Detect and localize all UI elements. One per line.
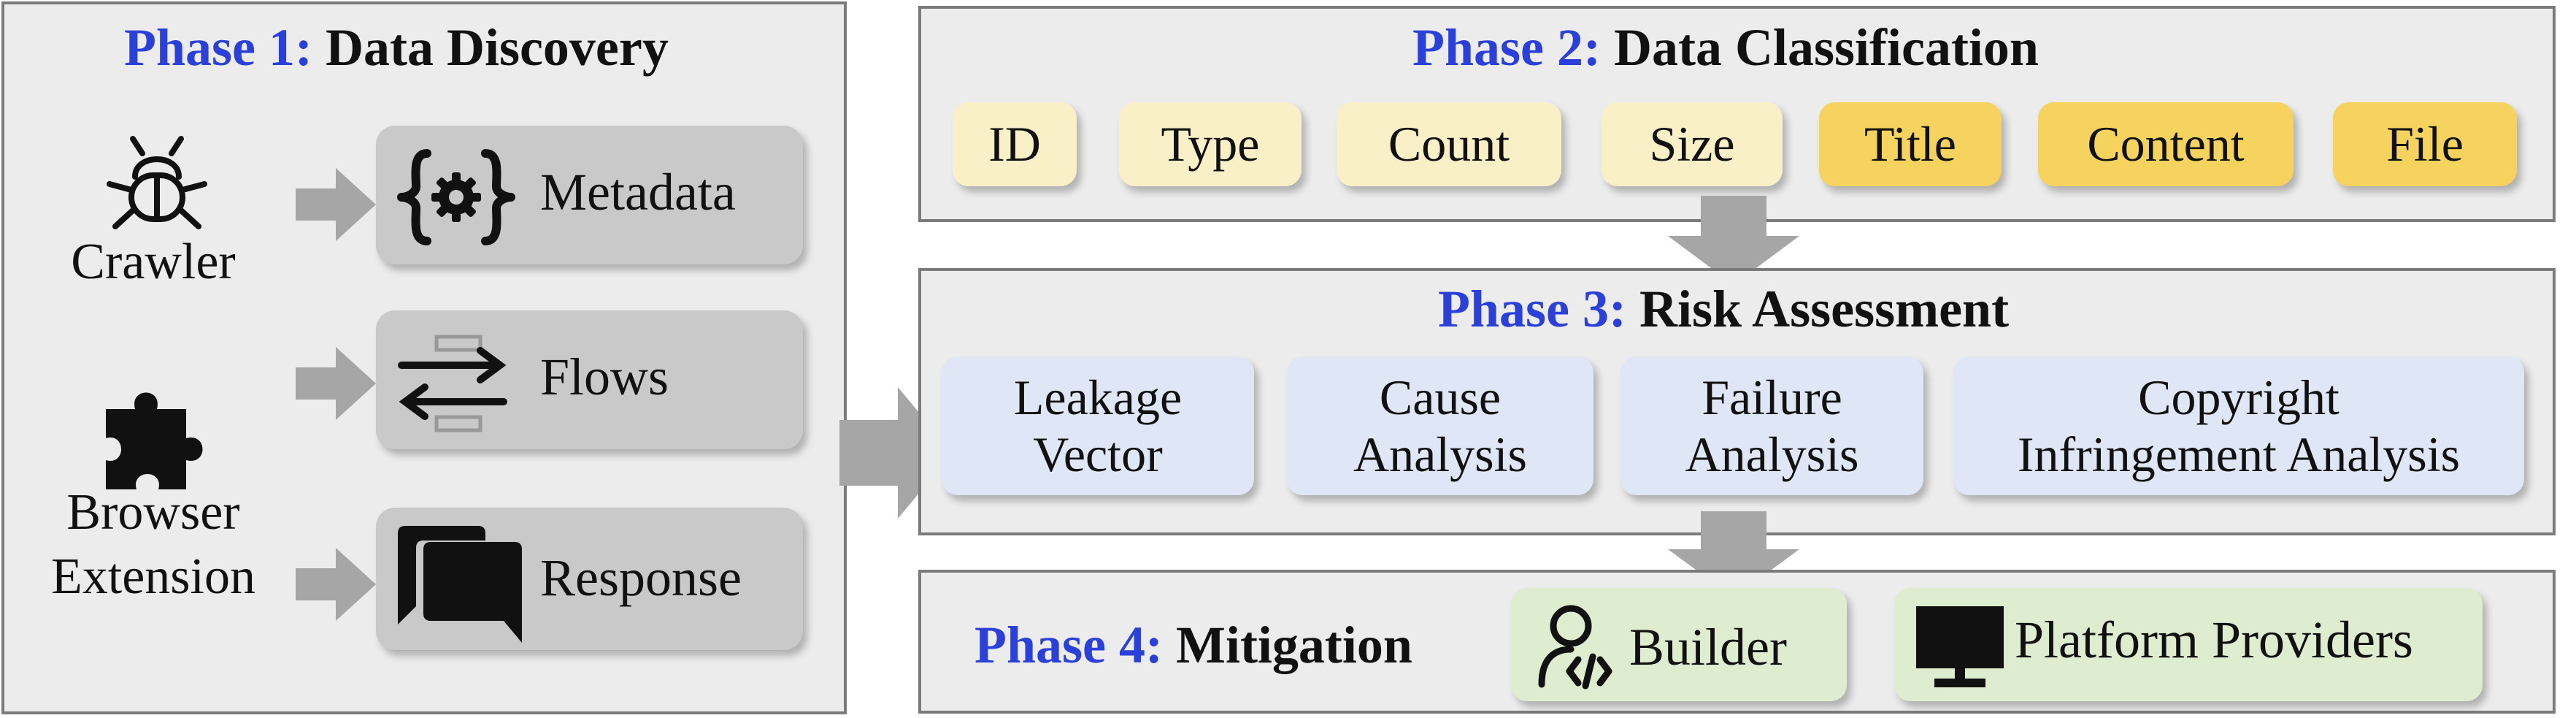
builder-label: Builder xyxy=(1629,618,1787,676)
field-content: Content xyxy=(2038,102,2294,186)
flows-box xyxy=(376,310,803,449)
field-title: Title xyxy=(1819,102,2002,186)
gear-braces-icon xyxy=(397,149,515,245)
phase3-title: Phase 3: Risk Assessment xyxy=(1438,280,2010,338)
bug-icon xyxy=(107,136,207,229)
analysis-copyright: Copyright Infringement Analysis xyxy=(1953,356,2524,495)
metadata-label: Metadata xyxy=(540,163,736,221)
analysis-copyright-line1: Copyright xyxy=(2138,369,2339,425)
analysis-cause: Cause Analysis xyxy=(1287,356,1593,495)
monitor-icon xyxy=(1916,606,2004,687)
analysis-cause-line1: Cause xyxy=(1379,369,1502,425)
extension-label-line1: Browser xyxy=(66,484,240,541)
analysis-failure-line1: Failure xyxy=(1702,369,1842,425)
arrow-to-flows xyxy=(296,347,376,420)
field-file: File xyxy=(2333,102,2517,186)
analysis-failure: Failure Analysis xyxy=(1620,356,1923,495)
analysis-failure-line2: Analysis xyxy=(1685,427,1859,482)
coder-person-icon xyxy=(1538,605,1612,690)
crawler-label: Crawler xyxy=(71,234,236,290)
flows-label: Flows xyxy=(540,348,669,406)
extension-label-line2: Extension xyxy=(51,548,255,605)
field-count: Count xyxy=(1337,102,1561,186)
analysis-leakage-line2: Vector xyxy=(1033,427,1163,482)
analysis-cause-line2: Analysis xyxy=(1353,427,1527,482)
phase4-title: Phase 4: Mitigation xyxy=(974,616,1412,674)
platform-providers-label: Platform Providers xyxy=(2015,611,2413,669)
field-size: Size xyxy=(1602,102,1783,186)
field-type: Type xyxy=(1119,102,1302,186)
response-label: Response xyxy=(540,549,742,607)
field-id: ID xyxy=(953,102,1077,186)
analysis-leakage-vector: Leakage Vector xyxy=(942,356,1254,495)
arrow-phase3-to-phase4 xyxy=(1668,511,1799,597)
arrow-to-metadata xyxy=(296,168,376,241)
phase2-title: Phase 2: Data Classification xyxy=(1412,18,2039,77)
extension-label: Browser Extension xyxy=(15,481,292,608)
analysis-leakage-line1: Leakage xyxy=(1013,369,1183,425)
puzzle-icon xyxy=(106,392,203,489)
swap-arrows-icon xyxy=(398,335,507,432)
analysis-copyright-line2: Infringement Analysis xyxy=(2017,427,2461,482)
arrow-phase2-to-phase3 xyxy=(1668,196,1799,285)
chat-bubbles-icon xyxy=(398,526,522,643)
phase1-title: Phase 1: Data Discovery xyxy=(124,18,669,77)
arrow-to-response xyxy=(296,548,376,621)
